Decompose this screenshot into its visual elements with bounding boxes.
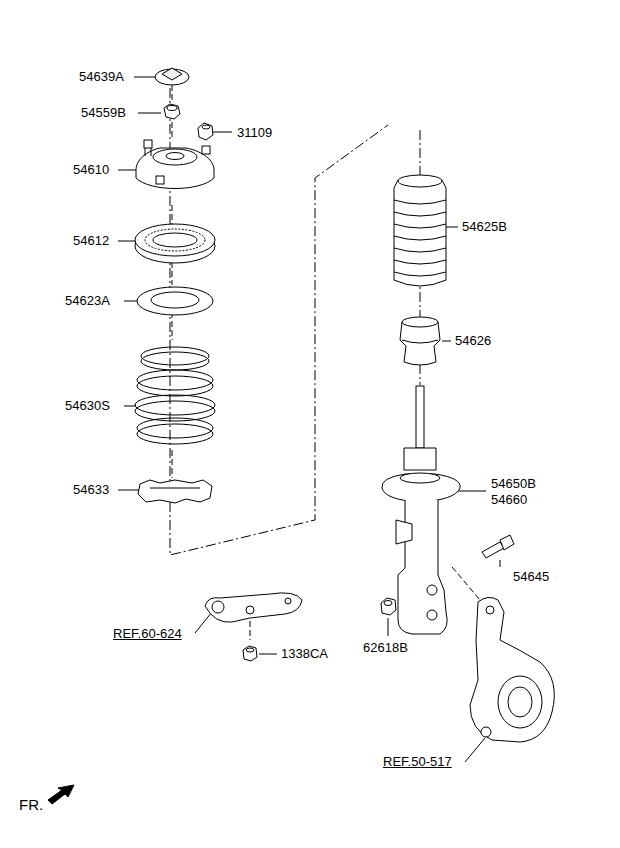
coil-spring <box>135 347 215 444</box>
direction-label: FR. <box>18 796 44 813</box>
dust-cap <box>155 68 189 85</box>
callout-number: 54639A <box>78 70 125 85</box>
callout-number: 1338CA <box>280 647 329 662</box>
center-lines <box>170 85 480 640</box>
nut <box>243 646 257 661</box>
bearing <box>135 224 215 263</box>
stabilizer-link-bracket <box>205 593 302 622</box>
leader-lines <box>118 77 500 762</box>
callout-number: 54633 <box>72 483 110 498</box>
callout-number: 54610 <box>72 163 110 178</box>
callout-number: 62618B <box>362 641 409 656</box>
callout-number: 54650B <box>490 477 537 492</box>
callout-number: 54626 <box>454 334 492 349</box>
lock-nut <box>164 104 180 119</box>
callout-number: 54612 <box>72 234 110 249</box>
nut <box>381 598 396 615</box>
strut-mount <box>136 140 214 189</box>
part-axis <box>172 85 173 478</box>
strut-assembly <box>382 386 460 634</box>
spring-pad <box>137 287 213 315</box>
lower-spring-pad <box>138 480 212 503</box>
callout-number: 54559B <box>80 106 127 121</box>
callout-number: 54623A <box>64 294 111 309</box>
callout-number: 54625B <box>461 220 508 235</box>
flange-nut <box>198 123 213 140</box>
reference-label: REF.50-517 <box>382 755 453 770</box>
bump-stopper <box>400 317 440 365</box>
steering-knuckle <box>470 597 554 742</box>
callout-number: 54660 <box>490 493 528 508</box>
reference-label: REF.60-624 <box>112 627 183 642</box>
callout-number: 54645 <box>512 570 550 585</box>
dust-boot <box>394 175 446 286</box>
front-arrow <box>48 785 74 804</box>
callout-number: 31109 <box>236 126 273 141</box>
callout-number: 54630S <box>64 399 111 414</box>
bolt <box>482 535 514 558</box>
